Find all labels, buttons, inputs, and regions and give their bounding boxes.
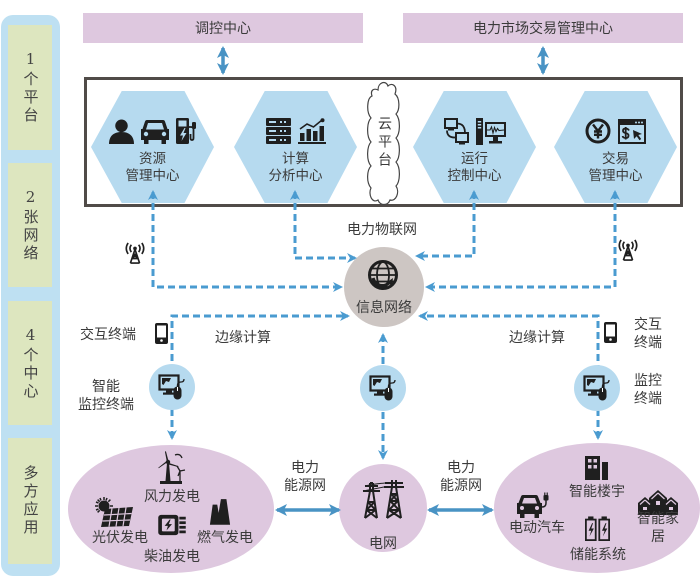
person-icon — [108, 119, 134, 144]
battery-storage-icon — [585, 516, 610, 541]
grid-node — [339, 464, 427, 552]
solar-panel-icon — [95, 497, 133, 527]
generation-label: 柴油发电 — [144, 549, 200, 565]
center-label: 计算 分析中心 — [268, 151, 323, 184]
charging-station-icon — [175, 118, 196, 144]
consumption-label: 储能系统 — [570, 547, 626, 563]
consumption-label: 电动汽车 — [509, 520, 565, 536]
monitor-terminal-node — [149, 364, 195, 410]
globe-icon — [368, 260, 398, 290]
smart-home-icon — [638, 490, 678, 515]
monitor-terminal-label: 智能 监控终端 — [78, 379, 134, 413]
monitor-terminal-node — [360, 365, 406, 411]
consumption-label: 智能家居 — [637, 511, 679, 545]
interactive-terminal-label: 交互终端 — [80, 327, 136, 343]
level-label: 多方应用 — [21, 465, 40, 537]
monitor-mouse-icon — [583, 375, 610, 401]
level-applications: 多方应用 — [8, 438, 52, 564]
building-icon — [585, 456, 608, 480]
signal-tower-icon — [125, 242, 145, 264]
interactive-terminal-label: 交互 终端 — [634, 317, 662, 351]
gas-plant-icon — [209, 499, 231, 525]
payment-window-icon — [618, 119, 646, 144]
dispatch-center-box: 调控中心 — [83, 13, 363, 43]
transmission-tower-icon — [362, 480, 404, 519]
phone-icon — [604, 322, 617, 343]
wind-turbine-icon — [158, 451, 186, 484]
computer-monitor-icon — [475, 118, 506, 145]
level-label: 2张网络 — [21, 187, 40, 263]
car-icon — [140, 120, 169, 144]
monitor-terminal-label: 监控 终端 — [634, 373, 662, 407]
generation-label: 燃气发电 — [197, 530, 253, 546]
electric-car-icon — [517, 492, 549, 518]
grid-label: 电网 — [369, 536, 397, 552]
server-icon — [265, 118, 291, 144]
computing-analysis-center: 计算 分析中心 — [234, 91, 357, 203]
signal-tower-icon — [618, 239, 638, 261]
level-networks: 2张网络 — [8, 163, 52, 287]
generation-label: 光伏发电 — [92, 530, 148, 546]
level-platform: 1个平台 — [8, 25, 52, 150]
info-network-label: 信息网络 — [356, 300, 412, 316]
center-label: 运行 控制中心 — [447, 151, 502, 184]
center-label: 交易 管理中心 — [588, 151, 643, 184]
energy-network-label: 电力 能源网 — [440, 460, 482, 494]
consumption-label: 智能楼宇 — [569, 484, 625, 500]
center-label: 资源 管理中心 — [125, 151, 180, 184]
monitor-mouse-icon — [158, 374, 185, 400]
market-center-label: 电力市场交易管理中心 — [473, 21, 613, 37]
diesel-generator-icon — [158, 514, 186, 536]
edge-computing-label: 边缘计算 — [215, 330, 271, 346]
cloud-platform: 云平台 — [366, 80, 402, 206]
phone-icon — [155, 323, 168, 344]
bar-chart-icon — [297, 118, 326, 144]
generation-label: 风力发电 — [144, 489, 200, 505]
yen-coin-icon — [585, 118, 611, 144]
cloud-platform-label: 云平台 — [376, 116, 392, 170]
level-sidebar: 1个平台 2张网络 4个中心 多方应用 — [1, 15, 60, 576]
iot-label: 电力物联网 — [347, 222, 417, 238]
energy-network-label: 电力 能源网 — [284, 460, 326, 494]
network-devices-icon — [443, 118, 469, 145]
monitor-mouse-icon — [369, 375, 396, 401]
dispatch-center-label: 调控中心 — [195, 21, 251, 37]
level-label: 1个平台 — [21, 50, 40, 125]
monitor-terminal-node — [574, 365, 620, 411]
edge-computing-label: 边缘计算 — [509, 330, 565, 346]
cloud-platform-icon — [367, 81, 400, 206]
market-center-box: 电力市场交易管理中心 — [403, 13, 683, 43]
level-centers: 4个中心 — [8, 301, 52, 425]
level-label: 4个中心 — [21, 325, 40, 401]
